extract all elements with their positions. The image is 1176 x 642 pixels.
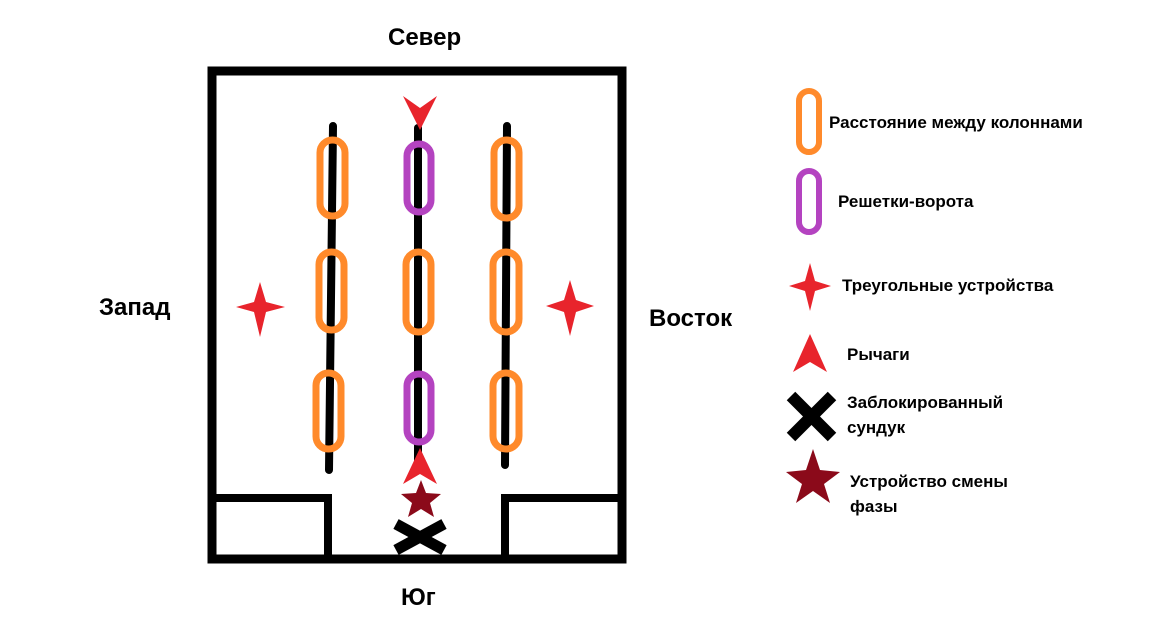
- lever-south-icon: [403, 448, 437, 484]
- legend-column-gap-label: Расстояние между колоннами: [829, 113, 1083, 132]
- triangle-device-west-icon: [236, 282, 285, 337]
- column-gap-capsule: [315, 248, 348, 334]
- alcove-right: [501, 494, 626, 563]
- legend-locked-chest-icon: [786, 391, 837, 442]
- legend-phase-device-icon: [786, 449, 840, 503]
- compass-south-label: Юг: [401, 584, 436, 611]
- legend-lever-label: Рычаги: [847, 345, 910, 364]
- triangle-device-east-icon: [546, 280, 594, 336]
- gate-capsule: [403, 140, 435, 216]
- legend-gate-label: Решетки-ворота: [838, 192, 974, 211]
- legend-column-gap-icon: [796, 88, 822, 155]
- legend-phase-device-label-line2: фазы: [850, 497, 898, 516]
- legend-triangle-device-label: Треугольные устройства: [842, 276, 1054, 295]
- legend-locked-chest-label-line1: Заблокированный: [847, 393, 1004, 412]
- compass-west-label: Запад: [99, 294, 171, 321]
- column-gap-capsule: [490, 136, 523, 222]
- legend-locked-chest-label-line2: сундук: [847, 418, 906, 437]
- legend-lever-icon: [793, 334, 827, 372]
- compass-east-label: Восток: [649, 305, 733, 332]
- legend-gate-icon: [796, 168, 822, 235]
- column-gap-capsule: [489, 248, 523, 336]
- legend-triangle-device-icon: [789, 263, 831, 311]
- column-line-east: [501, 122, 511, 469]
- column-gap-capsule: [312, 369, 345, 453]
- lever-north-icon: [403, 96, 437, 130]
- column-line-west: [325, 122, 337, 474]
- gate-capsule: [403, 370, 435, 446]
- room-wall: [207, 66, 627, 564]
- column-gap-capsule: [402, 248, 435, 336]
- compass-north-label: Север: [388, 24, 462, 51]
- column-gap-capsule: [316, 136, 349, 220]
- phase-device-icon: [401, 480, 441, 517]
- column-gap-capsule: [489, 369, 523, 453]
- legend-phase-device-label-line1: Устройство смены: [850, 472, 1008, 491]
- alcove-left: [208, 494, 332, 563]
- locked-chest-icon: [393, 519, 447, 555]
